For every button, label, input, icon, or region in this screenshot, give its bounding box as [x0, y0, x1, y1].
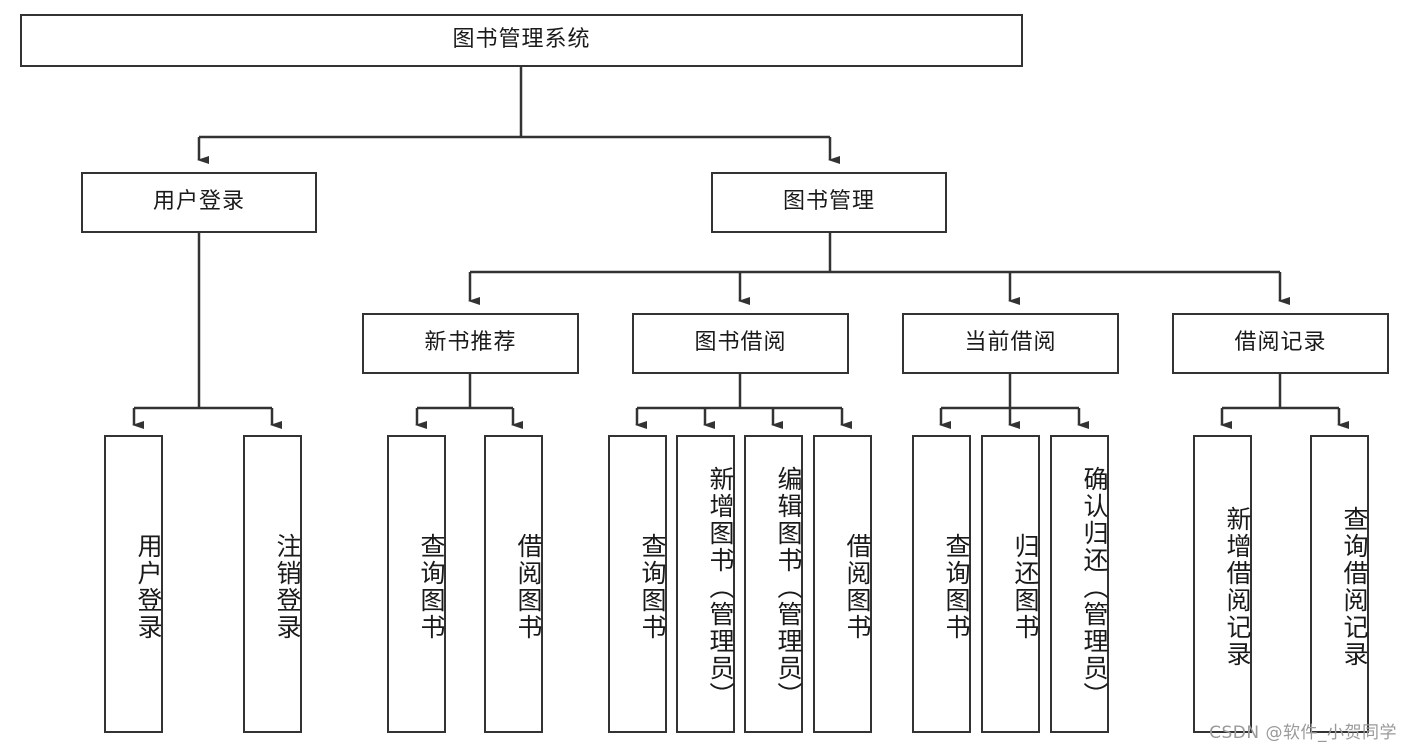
node-user-login-label: 用户登录: [152, 189, 245, 215]
node-user-login[interactable]: 用户登录: [81, 172, 317, 233]
node-leaf-query-book-3[interactable]: 查询图书: [912, 435, 971, 733]
node-leaf-user-login-label: 用户登录: [134, 533, 163, 641]
node-leaf-query-record[interactable]: 查询借阅记录: [1310, 435, 1369, 733]
node-leaf-borrow-book-2[interactable]: 借阅图书: [813, 435, 872, 733]
node-leaf-logout-login-label: 注销登录: [273, 533, 302, 641]
node-leaf-edit-book[interactable]: 编辑图书（管理员）: [744, 435, 803, 733]
node-leaf-borrow-book-1[interactable]: 借阅图书: [484, 435, 543, 733]
node-leaf-query-book-2-label: 查询图书: [638, 533, 667, 641]
node-leaf-logout-login[interactable]: 注销登录: [243, 435, 302, 733]
node-leaf-return-book[interactable]: 归还图书: [981, 435, 1040, 733]
node-leaf-borrow-book-1-label: 借阅图书: [514, 533, 543, 641]
node-book-manage-label: 图书管理: [782, 189, 875, 215]
node-leaf-return-book-label: 归还图书: [1011, 533, 1040, 641]
node-leaf-add-book-label: 新增图书（管理员）: [706, 465, 735, 709]
node-leaf-query-record-label: 查询借阅记录: [1340, 506, 1369, 668]
node-leaf-query-book-2[interactable]: 查询图书: [608, 435, 667, 733]
node-current-borrow[interactable]: 当前借阅: [902, 313, 1119, 374]
node-borrow-record-label: 借阅记录: [1234, 330, 1327, 356]
node-leaf-borrow-book-2-label: 借阅图书: [843, 533, 872, 641]
node-book-borrow[interactable]: 图书借阅: [632, 313, 849, 374]
node-leaf-query-book-3-label: 查询图书: [942, 533, 971, 641]
node-current-borrow-label: 当前借阅: [964, 330, 1057, 356]
node-leaf-query-book-1[interactable]: 查询图书: [387, 435, 446, 733]
node-leaf-query-book-1-label: 查询图书: [417, 533, 446, 641]
node-root[interactable]: 图书管理系统: [20, 14, 1023, 67]
node-leaf-add-record[interactable]: 新增借阅记录: [1193, 435, 1252, 733]
node-borrow-record[interactable]: 借阅记录: [1172, 313, 1389, 374]
node-root-label: 图书管理系统: [452, 27, 591, 53]
node-leaf-confirm-return[interactable]: 确认归还（管理员）: [1050, 435, 1109, 733]
node-leaf-add-record-label: 新增借阅记录: [1223, 506, 1252, 668]
node-book-manage[interactable]: 图书管理: [711, 172, 947, 233]
node-leaf-user-login[interactable]: 用户登录: [104, 435, 163, 733]
node-new-book-rec[interactable]: 新书推荐: [362, 313, 579, 374]
node-leaf-edit-book-label: 编辑图书（管理员）: [774, 465, 803, 709]
node-leaf-confirm-return-label: 确认归还（管理员）: [1080, 465, 1109, 709]
node-new-book-rec-label: 新书推荐: [424, 330, 517, 356]
node-leaf-add-book[interactable]: 新增图书（管理员）: [676, 435, 735, 733]
node-book-borrow-label: 图书借阅: [694, 330, 787, 356]
